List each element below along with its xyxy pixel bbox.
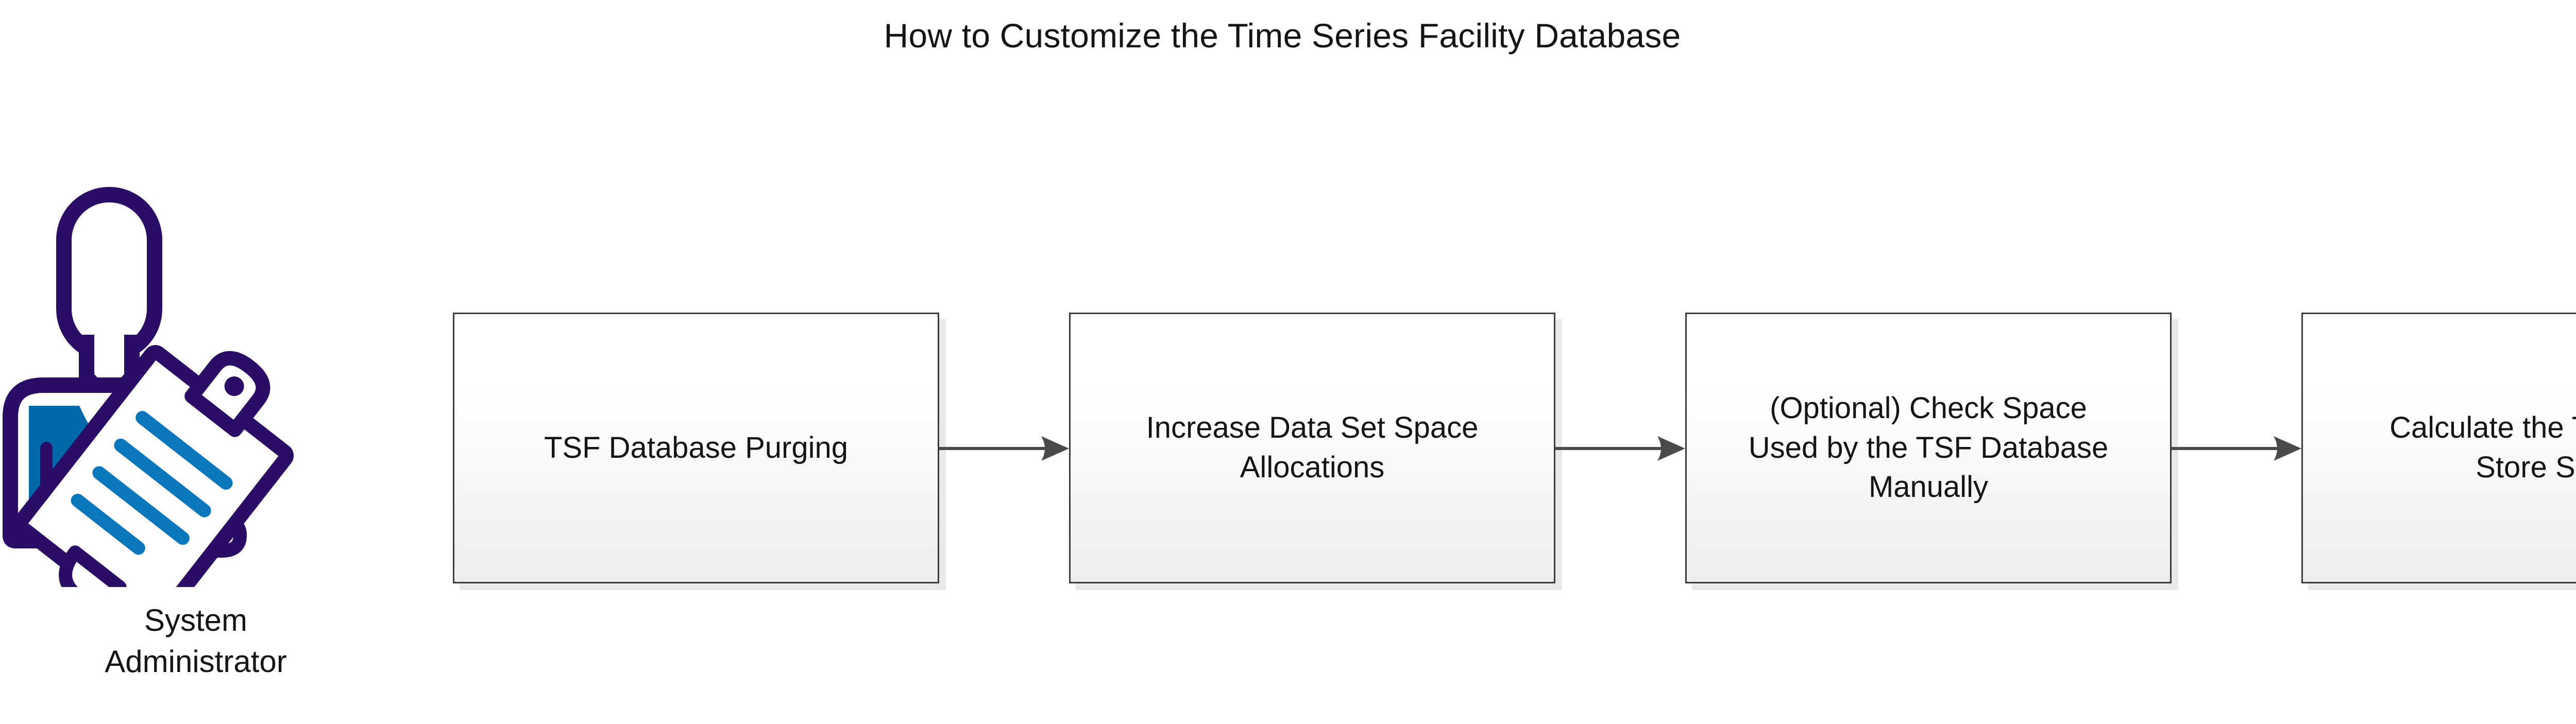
page-title-text: How to Customize the Time Series Facilit… bbox=[884, 16, 1681, 55]
process-node-tsf-database-purging[interactable]: TSF Database Purging bbox=[453, 313, 939, 583]
process-node-label: Increase Data Set Space Allocations bbox=[1146, 411, 1479, 484]
process-node-optional-check-space-used-manually[interactable]: (Optional) Check Space Used by the TSF D… bbox=[1685, 313, 2172, 583]
process-node-label: Calculate the TSF Data Store Size bbox=[2389, 411, 2576, 484]
flow-arrow-3 bbox=[2172, 428, 2301, 469]
process-node-label: TSF Database Purging bbox=[544, 430, 848, 464]
process-node-label: (Optional) Check Space Used by the TSF D… bbox=[1748, 391, 2109, 504]
actor-label: System Administrator bbox=[0, 600, 392, 682]
flow-arrow-1 bbox=[939, 428, 1069, 469]
actor-label-line-1: System bbox=[144, 603, 248, 637]
actor-system-administrator: System Administrator bbox=[0, 180, 392, 705]
page-title: How to Customize the Time Series Facilit… bbox=[0, 15, 2576, 56]
process-node-increase-data-set-space-allocations[interactable]: Increase Data Set Space Allocations bbox=[1069, 313, 1555, 583]
flow-arrow-2 bbox=[1555, 428, 1685, 469]
process-node-calculate-tsf-data-store-size[interactable]: Calculate the TSF Data Store Size bbox=[2301, 313, 2576, 583]
process-flow: TSF Database Purging Increase Data Set S… bbox=[453, 313, 2576, 584]
system-administrator-icon bbox=[0, 180, 392, 634]
actor-label-line-2: Administrator bbox=[105, 644, 287, 679]
